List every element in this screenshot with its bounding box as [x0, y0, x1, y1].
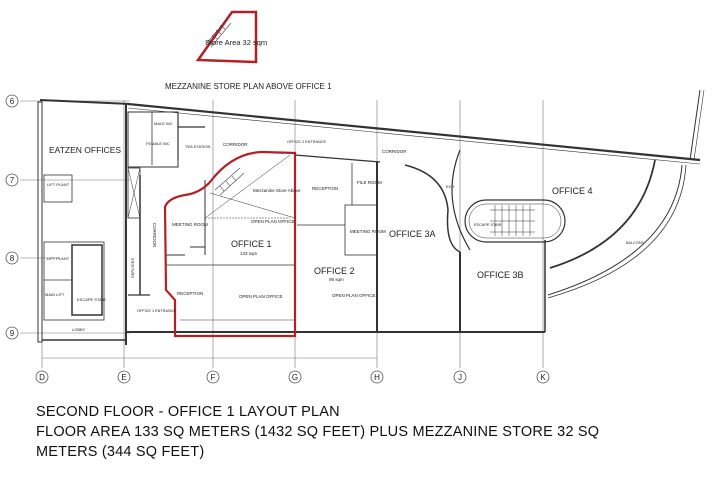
office-1-entrance-label: OFFICE 1 ENTRANCE: [137, 309, 176, 313]
balcony-label: BALCONY: [626, 241, 645, 245]
office-1-outline: [163, 150, 297, 338]
store-area-label: Store Area 32 sqm: [205, 38, 267, 47]
grid-row-6: 6: [10, 97, 15, 106]
grid-lines: [20, 100, 544, 368]
grid-col-k: K: [540, 373, 546, 382]
services-label: SERVICES: [130, 258, 135, 278]
open-plan-office-label: OPEN PLAN OFFICE: [239, 294, 283, 299]
eatzen-offices-label: EATZEN OFFICES: [49, 145, 121, 155]
office-1-area: 133 sqm: [240, 251, 258, 256]
grid-col-e: E: [121, 373, 126, 382]
open-plan-office-label: OPEN PLAN OFFICE: [332, 293, 376, 298]
corridor-label: CORRIDOR: [382, 149, 407, 154]
exit-label: EXIT: [446, 185, 455, 189]
mezzanine-store-outline: [195, 10, 258, 64]
plan-caption-line-2: FLOOR AREA 133 SQ METERS (1432 SQ FEET) …: [36, 424, 600, 440]
plan-caption-line-1: SECOND FLOOR - OFFICE 1 LAYOUT PLAN: [36, 404, 340, 420]
grid-col-h: H: [374, 373, 380, 382]
reception-label: RECEPTION: [312, 186, 338, 191]
corridor-vertical-label: CORRIDOR: [152, 223, 157, 248]
office-2-area: 98 sqm: [329, 277, 344, 282]
grid-row-markers: [5, 94, 550, 384]
grid-row-9: 9: [10, 329, 15, 338]
mezzanine-plan-title: MEZZANINE STORE PLAN ABOVE OFFICE 1: [165, 82, 332, 91]
grid-col-f: F: [211, 373, 216, 382]
office-3a-label: OFFICE 3A: [389, 229, 436, 239]
walls: [37, 89, 705, 345]
grid-row-7: 7: [10, 176, 15, 185]
mezzanine-stair: [205, 19, 232, 48]
office-2-label: OFFICE 2: [314, 266, 355, 276]
office-2-entrance-label: OFFICE 2 ENTRANCE: [287, 140, 326, 144]
male-wc-label: MALE WC: [154, 121, 173, 126]
meeting-room-label: MEETING ROOM: [172, 222, 208, 227]
grid-col-d: D: [39, 373, 45, 382]
file-room-label: FILE ROOM: [357, 180, 382, 185]
grid-row-8: 8: [10, 254, 15, 263]
corridor-label: CORRIDOR: [223, 142, 248, 147]
office-3b-label: OFFICE 3B: [477, 270, 524, 280]
escape-stair-label: ESCAPE STAIR: [77, 297, 106, 302]
office-1-label: OFFICE 1: [231, 239, 272, 249]
grid-col-g: G: [292, 373, 298, 382]
reception-label: RECEPTION: [177, 291, 203, 296]
office-4-label: OFFICE 4: [552, 186, 593, 196]
grid-col-j: J: [458, 373, 462, 382]
office-1-stair: [214, 167, 245, 196]
mezzanine-above-label: Mezzanine Store Above: [253, 188, 301, 193]
lobby-label: LOBBY: [72, 327, 86, 332]
main-lift-label: MAIN LIFT: [45, 292, 65, 297]
lift-plant-label: LIFT PLANT: [47, 256, 70, 261]
tea-station-label: TEA STATION: [185, 144, 211, 149]
female-wc-label: FEMALE WC: [146, 141, 170, 146]
meeting-room-label: MEETING ROOM: [350, 229, 386, 234]
open-plan-office-label: OPEN PLAN OFFICE: [251, 219, 295, 224]
escape-stair-label: ESCAPE STAIR: [474, 223, 502, 227]
lift-plant-label: LIFT PLANT: [47, 182, 70, 187]
plan-caption-line-3: METERS (344 SQ FEET): [36, 444, 205, 460]
